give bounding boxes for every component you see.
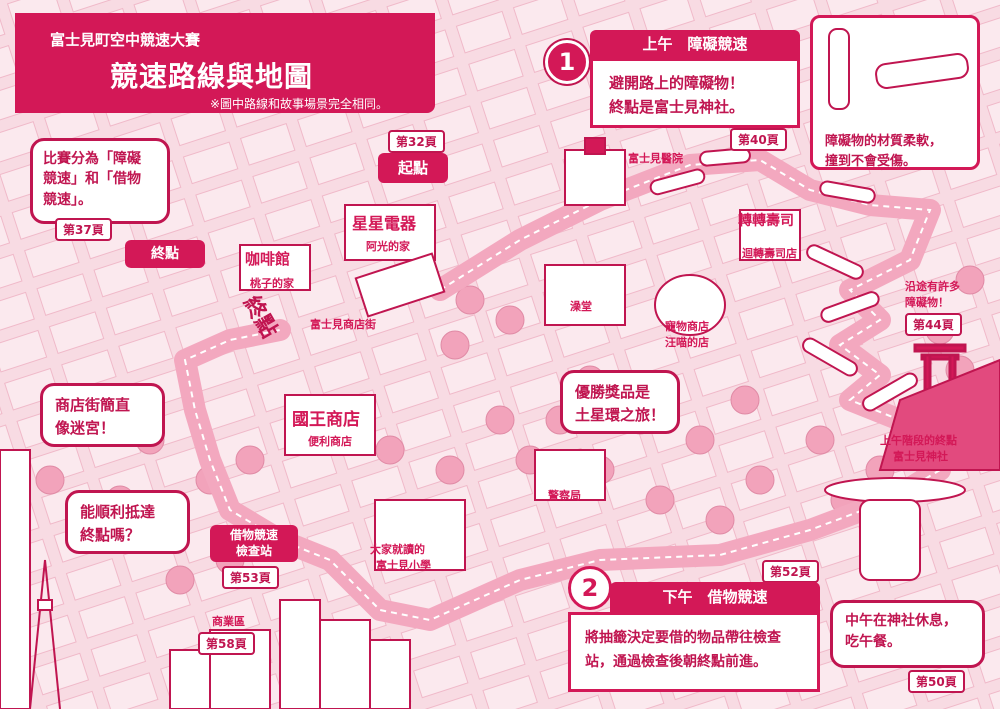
start-label: 起點 xyxy=(378,153,448,183)
shrine-label-2: 富士見神社 xyxy=(893,450,948,463)
school-building xyxy=(374,499,466,571)
commercial-area-label: 商業區 xyxy=(212,615,245,628)
kokuou-store-building xyxy=(284,394,376,456)
reach-line-1: 能順利抵達 xyxy=(80,503,156,521)
school-label-2: 富士見小學 xyxy=(376,559,431,572)
maze-line-1: 商店街簡直 xyxy=(55,396,131,414)
checkpoint-line-1: 借物競速 xyxy=(229,528,278,542)
afternoon-box: 將抽籤決定要借的物品帶往檢查 站，通過檢查後朝終點前進。 xyxy=(568,612,820,692)
shopping-street-label: 富士見商店街 xyxy=(310,318,376,331)
reach-line-2: 終點嗎？ xyxy=(80,525,141,544)
afternoon-page-tag: 第52頁 xyxy=(762,560,819,583)
intro-page-tag: 第37頁 xyxy=(55,218,112,241)
bathhouse-label: 澡堂 xyxy=(570,300,592,313)
obstacle-icons xyxy=(649,147,918,412)
obstacles-page-tag: 第44頁 xyxy=(905,313,962,336)
bathhouse-building xyxy=(544,264,626,326)
hospital-building xyxy=(564,149,626,206)
shrine-hill xyxy=(878,358,1000,471)
reach-bubble: 能順利抵達 終點嗎？ xyxy=(65,490,190,554)
afternoon-line-1: 將抽籤決定要借的物品帶往檢查 xyxy=(585,630,781,646)
akou-home-label: 阿光的家 xyxy=(366,240,410,253)
police-building xyxy=(534,449,606,501)
lunch-line-1: 中午在神社休息， xyxy=(845,613,957,629)
prize-bubble: 優勝獎品是 土星環之旅！ xyxy=(560,370,680,434)
obstacle-line-1: 障礙物的材質柔軟， xyxy=(825,134,943,149)
hospital-label: 富士見醫院 xyxy=(628,152,683,165)
many-obstacles-label-1: 沿途有許多 xyxy=(905,280,960,293)
convenience-label: 便利商店 xyxy=(308,435,352,448)
intro-bubble: 比賽分為「障礙 競速」和「借物 競速」。 xyxy=(30,138,170,224)
header-panel: 富士見町空中競速大賽 競速路線與地圖 ※圖中路線和故事場景完全相同。 xyxy=(15,13,435,113)
checkpoint-label: 借物競速 檢查站 xyxy=(210,525,298,563)
momoko-home-label: 桃子的家 xyxy=(250,277,294,290)
police-label: 警察局 xyxy=(548,489,581,502)
pet-shop-label-2: 汪喵的店 xyxy=(665,336,709,349)
obstacle-line-2: 撞到不會受傷。 xyxy=(825,154,917,169)
afternoon-badge: 2 xyxy=(568,566,612,610)
maze-line-2: 像迷宮！ xyxy=(55,418,116,437)
prize-line-2: 土星環之旅！ xyxy=(575,405,666,424)
many-obstacles-label-2: 障礙物！ xyxy=(905,296,949,309)
finish-label: 終點 xyxy=(125,240,205,268)
sushi-label: 迴轉壽司店 xyxy=(742,247,797,260)
intro-line-2: 競速」和「借物 xyxy=(43,171,141,188)
morning-page-tag: 第40頁 xyxy=(730,128,787,151)
hoshi-denki-building xyxy=(344,204,436,261)
maze-bubble: 商店街簡直 像迷宮！ xyxy=(40,383,165,447)
skyline xyxy=(0,449,411,709)
morning-line-1: 避開路上的障礙物！ xyxy=(609,74,745,92)
lunch-page-tag: 第50頁 xyxy=(908,670,965,693)
page-title: 競速路線與地圖 xyxy=(110,60,314,93)
momoko-home-building xyxy=(239,244,311,291)
hospital-cross-icon xyxy=(584,137,606,155)
school-label-1: 大家就讀的 xyxy=(370,543,425,556)
afternoon-number: 2 xyxy=(581,574,599,602)
lunch-line-2: 吃午餐。 xyxy=(845,634,901,650)
lunch-bubble: 中午在神社休息， 吃午餐。 xyxy=(830,600,985,668)
commercial-page-tag: 第58頁 xyxy=(198,632,255,655)
helicopter-icon xyxy=(824,477,966,581)
morning-badge: 1 xyxy=(545,40,589,84)
sushi-building xyxy=(739,209,801,261)
intro-line-1: 比賽分為「障礙 xyxy=(43,151,141,167)
pet-shop-label-1: 寵物商店 xyxy=(665,320,709,333)
map-note: ※圖中路線和故事場景完全相同。 xyxy=(210,97,389,111)
hoshi-denki-sign: 星星電器 xyxy=(352,214,417,233)
morning-number: 1 xyxy=(558,48,576,76)
afternoon-title: 下午 借物競速 xyxy=(610,582,820,612)
kissa-sign: 咖啡館 xyxy=(245,250,291,268)
afternoon-line-2: 站，通過檢查後朝終點前進。 xyxy=(585,653,767,670)
intro-line-3: 競速」。 xyxy=(43,191,92,208)
kokuou-sign: 國王商店 xyxy=(292,410,360,430)
morning-line-2: 終點是富士見神社。 xyxy=(609,98,745,116)
shrine-label-1: 上午階段的終點 xyxy=(880,434,957,447)
morning-title: 上午 障礙競速 xyxy=(590,30,800,58)
morning-route-dash xyxy=(439,158,941,441)
pet-shop-building xyxy=(654,274,726,336)
start-page-tag: 第32頁 xyxy=(388,130,445,153)
prize-line-1: 優勝獎品是 xyxy=(575,383,651,401)
event-name: 富士見町空中競速大賽 xyxy=(50,31,201,49)
checkpoint-page-tag: 第53頁 xyxy=(222,566,279,589)
checkpoint-line-2: 檢查站 xyxy=(235,543,272,558)
pole-obstacle-icon xyxy=(828,28,850,110)
tower-icon xyxy=(29,559,61,709)
afternoon-route-dash xyxy=(183,329,941,622)
morning-box: 避開路上的障礙物！ 終點是富士見神社。 xyxy=(590,58,800,128)
book-icon xyxy=(354,252,446,318)
sushi-sign: 轉轉壽司 xyxy=(738,213,794,229)
